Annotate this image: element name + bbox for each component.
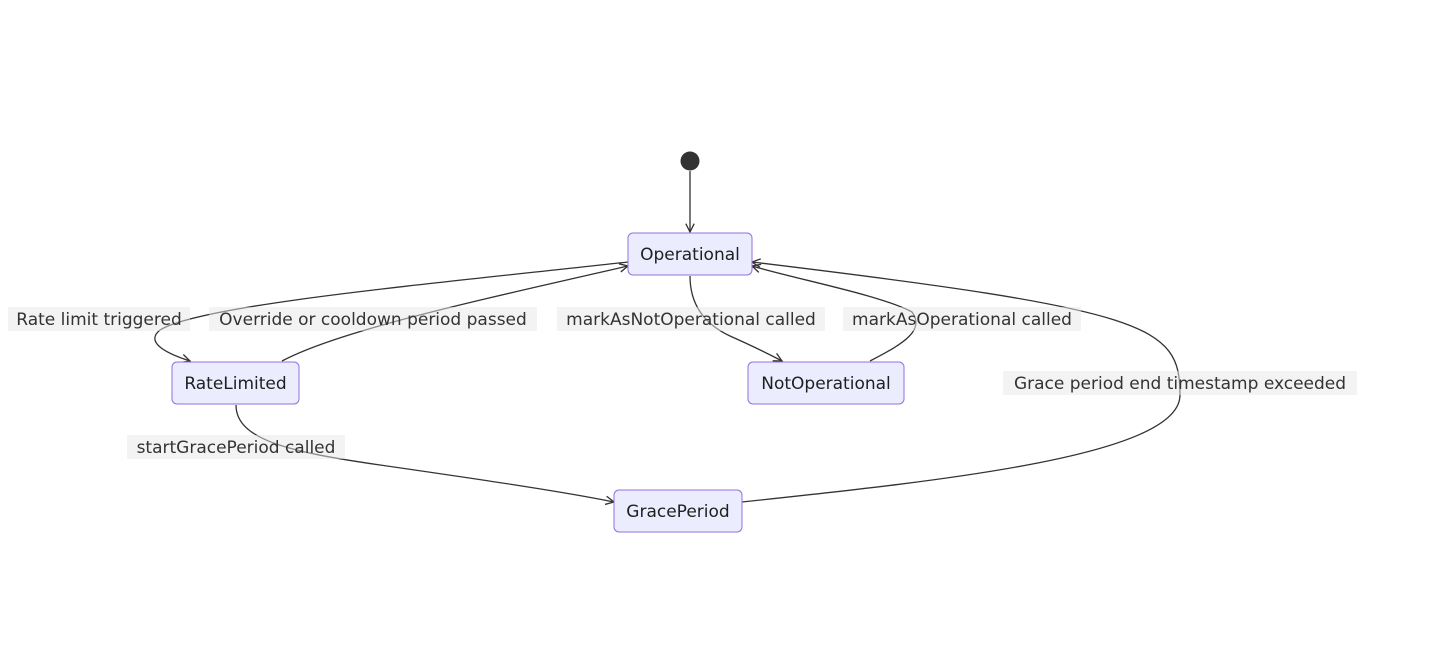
state-ratelimited[interactable]: RateLimited (171, 361, 300, 405)
edge-label-rate-limit-triggered: Rate limit triggered (8, 307, 190, 331)
edge-label-override-or-cooldown: Override or cooldown period passed (209, 307, 537, 331)
edge-label-text: markAsOperational called (852, 310, 1072, 330)
edge-label-text: Rate limit triggered (16, 310, 181, 330)
state-ratelimited-box (171, 361, 300, 405)
edge-label-text: markAsNotOperational called (566, 310, 816, 330)
edge-label-mark-as-not-operational: markAsNotOperational called (557, 307, 825, 331)
edge-operational-to-notoperational (689, 275, 782, 361)
edge-label-mark-as-operational: markAsOperational called (843, 307, 1081, 331)
edge-label-text: Grace period end timestamp exceeded (1014, 374, 1346, 394)
edge-label-text: startGracePeriod called (137, 438, 336, 458)
state-notoperational[interactable]: NotOperational (747, 361, 905, 405)
edge-ratelimited-to-graceperiod (235, 404, 614, 502)
edge-label-background (1003, 371, 1357, 395)
edge-label-background (557, 307, 825, 331)
state-graceperiod-box (613, 489, 743, 533)
edge-label-text: Override or cooldown period passed (219, 310, 527, 330)
edge-label-background (127, 435, 345, 459)
state-label: GracePeriod (626, 502, 729, 522)
edge-label-background (8, 307, 190, 331)
state-notoperational-box (747, 361, 905, 405)
state-label: NotOperational (761, 374, 891, 394)
state-operational-box (627, 232, 753, 276)
edge-label-background (209, 307, 537, 331)
state-label: Operational (640, 245, 740, 265)
state-graceperiod[interactable]: GracePeriod (613, 489, 743, 533)
edge-labels: Rate limit triggered Override or cooldow… (8, 307, 1357, 459)
edge-label-background (843, 307, 1081, 331)
start-node (680, 151, 700, 171)
edge-label-grace-period-end: Grace period end timestamp exceeded (1003, 371, 1357, 395)
state-label: RateLimited (184, 374, 286, 394)
edge-label-start-grace-period: startGracePeriod called (127, 435, 345, 459)
state-operational[interactable]: Operational (627, 232, 753, 276)
